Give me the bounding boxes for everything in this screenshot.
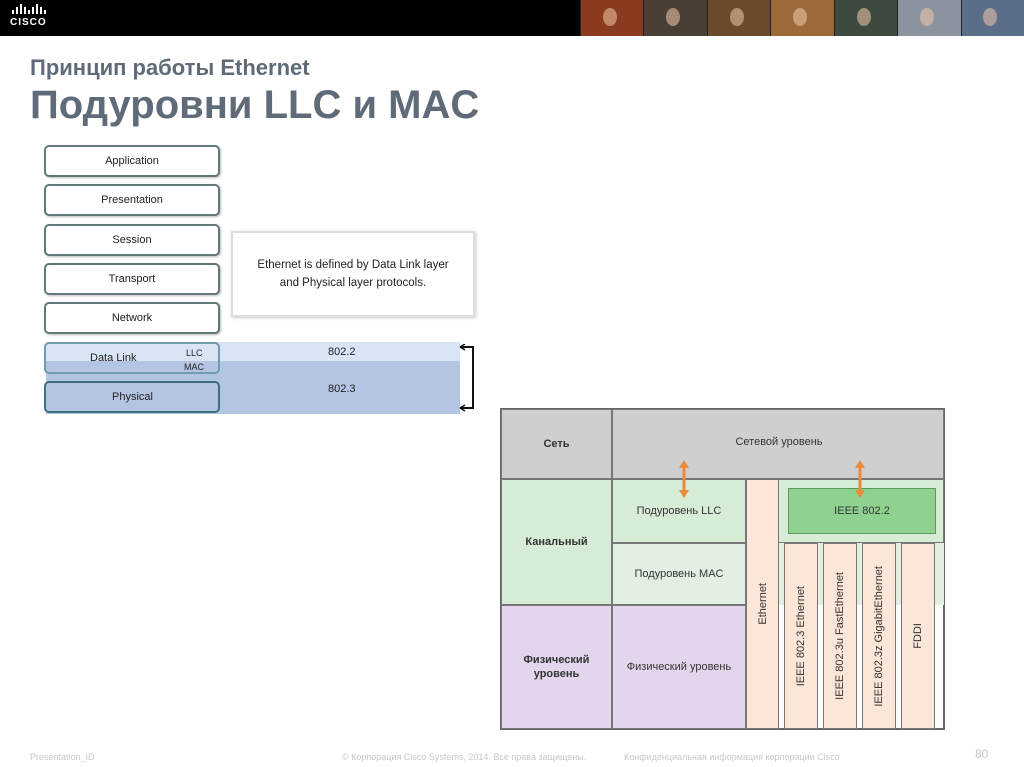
mac-physical-band — [46, 361, 460, 414]
osi-layer-physical: Physical — [112, 391, 153, 403]
std-8023-column: IEEE 802.3 Ethernet — [784, 543, 818, 729]
footer-confidential: Конфиденциальная информация корпорации C… — [624, 752, 840, 762]
row-header-link: Канальный — [501, 479, 612, 605]
header-photo — [643, 0, 707, 36]
std-802-2-label: 802.2 — [328, 346, 356, 358]
fddi-column: FDDI — [901, 543, 935, 729]
network-layer-cell: Сетевой уровень — [612, 409, 944, 479]
osi-layer-transport: Transport — [44, 263, 220, 295]
ethernet-label: Ethernet — [756, 583, 769, 625]
cisco-logo-text: CISCO — [10, 17, 47, 28]
mac-sublayer-cell: Подуровень MAC — [612, 543, 746, 605]
fddi-label: FDDI — [912, 623, 924, 649]
header-photo — [897, 0, 961, 36]
network-layer-label: Сетевой уровень — [735, 436, 823, 448]
slide-title: Подуровни LLC и MAC — [30, 83, 480, 127]
footer-presentation-id: Presentation_ID — [30, 752, 95, 762]
osi-layer-presentation: Presentation — [44, 184, 220, 216]
bracket-icon — [459, 344, 474, 412]
double-arrow-icon — [679, 460, 689, 498]
header-photo — [960, 0, 1024, 36]
physical-layer-cell: Физический уровень — [612, 605, 746, 729]
cisco-logo-bars-icon — [12, 4, 58, 14]
double-arrow-icon — [855, 460, 865, 498]
ethernet-callout: Ethernet is defined by Data Link layer a… — [231, 231, 475, 317]
osi-layer-data-link-frame — [44, 342, 220, 374]
osi-layer-physical-frame — [44, 381, 220, 413]
std-8023z-label: IEEE 802.3z GigabitEthernet — [873, 565, 885, 707]
header-photo-strip — [580, 0, 1024, 36]
osi-layer-data-link: Data Link — [90, 352, 137, 364]
std-802-3-label: 802.3 — [328, 383, 356, 395]
header-photo — [706, 0, 771, 36]
osi-layer-network: Network — [44, 302, 220, 334]
ethernet-column: Ethernet — [746, 479, 779, 729]
osi-layer-session: Session — [44, 224, 220, 256]
llc-label: LLC — [186, 348, 203, 358]
top-bar: CISCO — [0, 0, 1024, 36]
llc-sublayer-cell: Подуровень LLC — [612, 479, 746, 543]
std-8023u-column: IEEE 802.3u FastEthernet — [823, 543, 857, 729]
cisco-logo: CISCO — [10, 4, 58, 32]
osi-layer-application: Application — [44, 145, 220, 177]
header-photo — [770, 0, 834, 36]
header-photo — [580, 0, 644, 36]
row-header-network: Сеть — [501, 409, 612, 479]
footer-copyright: © Корпорация Cisco Systems, 2014. Все пр… — [342, 752, 587, 762]
mac-label: MAC — [184, 362, 204, 372]
std-8023u-label: IEEE 802.3u FastEthernet — [834, 572, 846, 700]
ieee-802-2-box: IEEE 802.2 — [788, 488, 936, 534]
header-photo — [833, 0, 898, 36]
std-8023z-column: IEEE 802.3z GigabitEthernet — [862, 543, 896, 729]
row-header-physical: Физический уровень — [501, 605, 612, 729]
footer-page-number: 80 — [975, 747, 989, 761]
slide-subtitle: Принцип работы Ethernet — [30, 55, 310, 80]
llc-band — [46, 342, 460, 361]
std-8023-label: IEEE 802.3 Ethernet — [795, 585, 807, 687]
